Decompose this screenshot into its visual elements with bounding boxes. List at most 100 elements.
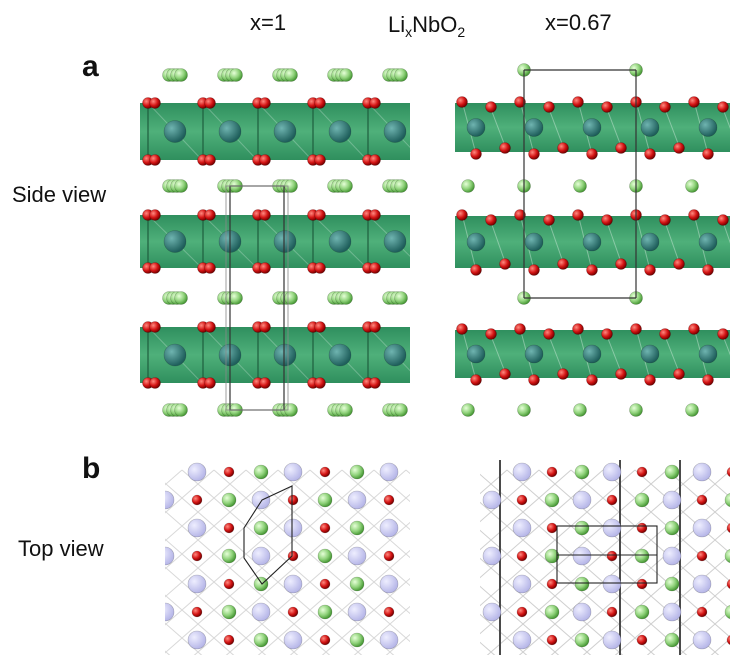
slab-bond [490,108,506,147]
o-atom [726,523,730,533]
lattice-line [405,605,410,611]
lattice-line [309,525,343,555]
lattice-line [570,553,604,583]
o-atom [470,374,482,386]
o-atom [416,467,426,477]
li-atom [174,403,188,417]
o-atom [601,328,613,340]
lattice-line [165,469,183,486]
lattice-line [257,637,279,655]
lattice-line [538,469,572,499]
li-atom [634,492,650,508]
lattice-line [341,525,375,555]
o-atom [149,209,161,221]
lattice-line [341,497,375,527]
nb-atom [692,518,712,538]
lattice-line [245,553,279,583]
o-atom [572,96,584,108]
slab-bond [606,108,622,147]
o-atom [259,262,271,274]
nb-atom [283,462,303,482]
o-atom [572,209,584,221]
o-atom [149,97,161,109]
lattice-line [277,525,311,555]
lattice-line [213,469,247,499]
lattice-line [353,637,375,655]
lattice-line [165,637,183,654]
o-atom [606,606,618,618]
o-atom [514,209,526,221]
o-atom [191,550,203,562]
lattice-line [538,553,572,583]
lattice-line [225,637,247,655]
li-atom [317,604,333,620]
lattice-line [698,526,730,555]
nb-atom [482,490,502,510]
o-atom [314,97,326,109]
lattice-line [486,637,508,655]
lattice-line [506,553,540,583]
li-atom [574,576,590,592]
lattice-line [518,637,540,655]
o-atom [499,258,511,270]
lattice-line [373,553,407,583]
lattice-line [277,553,311,583]
o-atom [516,550,528,562]
lattice-line [373,497,407,527]
nb-atom [251,490,271,510]
nb-atom [692,630,712,650]
li-atom [685,179,699,193]
nb-atom [379,574,399,594]
nb-atom [187,462,207,482]
nb-atom [251,602,271,622]
nb-atom [466,232,486,252]
li-atom [685,403,699,417]
li-atom [664,520,680,536]
lattice-line [321,637,343,655]
li-atom [724,492,730,508]
lattice-line [373,469,407,499]
o-atom [514,96,526,108]
lattice-line [341,469,375,499]
lattice-line [480,525,508,551]
o-atom [717,101,729,113]
lattice-line [245,581,279,611]
nb-atom [165,602,175,622]
o-atom [369,209,381,221]
lattice-line [405,549,410,555]
nb-atom [524,344,544,364]
li-atom [349,464,365,480]
o-atom [636,522,648,534]
nb-atom [524,232,544,252]
o-atom [615,368,627,380]
label-x-067: x=0.67 [545,10,612,35]
nb-atom [347,546,367,566]
o-atom [223,578,235,590]
o-atom [659,101,671,113]
o-atom [557,142,569,154]
lattice-line [480,581,508,607]
li-atom [724,548,730,564]
side-view-x1 [140,68,410,417]
nb-atom [163,230,187,253]
lattice-line [277,609,311,639]
o-atom [702,148,714,160]
lattice-line [213,609,247,639]
o-atom [383,606,395,618]
li-atom [664,576,680,592]
o-atom [456,96,468,108]
formula-sub-2: 2 [457,24,466,40]
li-atom [634,604,650,620]
slab-bond [548,335,564,373]
o-atom [369,321,381,333]
slab-bond [490,335,506,373]
lattice-line [341,553,375,583]
unit-cell-back [225,185,289,411]
li-atom [446,521,460,535]
slab-bond [664,335,680,373]
lattice-line [277,469,311,499]
li-atom [284,68,298,82]
li-atom [221,492,237,508]
lattice-line [181,553,215,583]
nb-atom [347,490,367,510]
